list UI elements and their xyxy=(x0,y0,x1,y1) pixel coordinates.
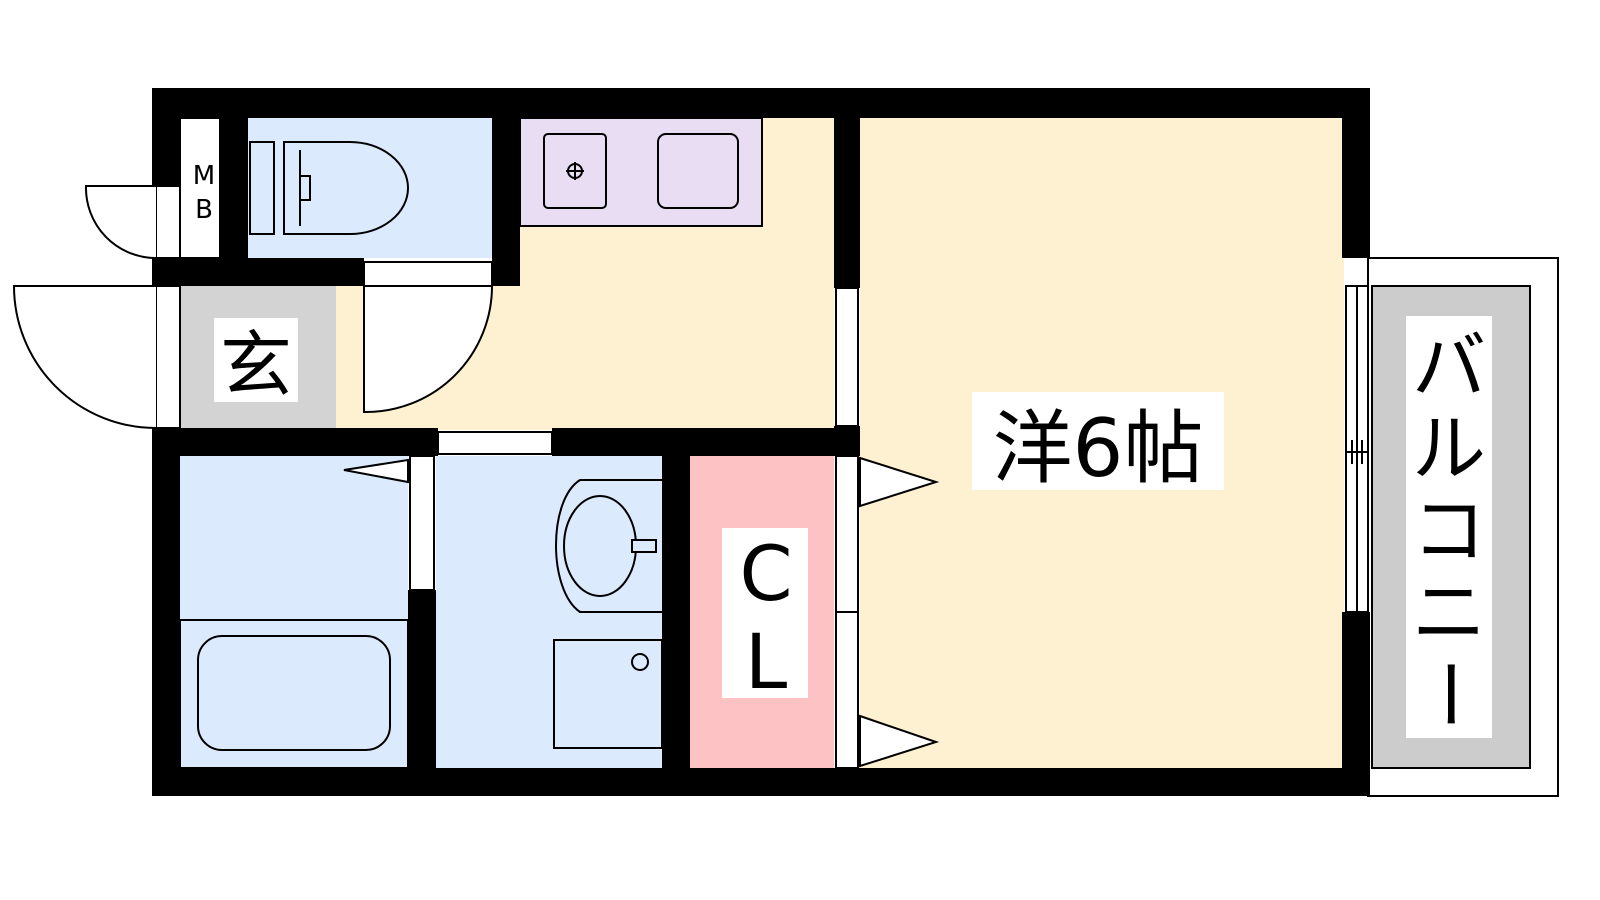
balcony-label-2: ル xyxy=(1412,406,1486,492)
room-fills xyxy=(180,117,1530,768)
bathtub xyxy=(179,619,409,769)
kitchen-fixtures xyxy=(543,133,739,209)
entrance-label: 玄 xyxy=(220,323,292,407)
mb-label-bottom: B xyxy=(195,195,213,225)
entrance-door-swing xyxy=(12,285,157,429)
mb-box xyxy=(179,117,221,259)
washbasin xyxy=(555,479,662,613)
fixtures xyxy=(179,133,739,769)
closet-label-top: C xyxy=(739,529,792,618)
balcony-label-3: コ xyxy=(1412,488,1486,574)
openings xyxy=(155,117,1369,769)
walls xyxy=(152,88,1370,796)
bath-room xyxy=(180,456,408,768)
doors xyxy=(12,185,940,768)
balcony-label-4: ニ xyxy=(1412,570,1486,656)
western-room-label: 洋6帖 xyxy=(993,402,1204,495)
entrance-door-frame xyxy=(155,285,181,429)
kitchen-room-opening xyxy=(835,287,859,427)
balcony-label-1: バ xyxy=(1412,324,1486,410)
washing-machine xyxy=(553,639,663,749)
hall-door-swing xyxy=(363,285,494,414)
toilet-fixture xyxy=(249,141,409,235)
bath-door-leaf xyxy=(343,458,409,484)
mb-door-frame xyxy=(155,185,181,259)
mb-label-top: M xyxy=(193,161,215,191)
balcony-label-5: ー xyxy=(1405,657,1491,731)
closet-door-leaf-top xyxy=(859,456,940,508)
stove xyxy=(543,133,607,209)
labels: M B 玄 洋6帖 C L バ ル コ ニ ー xyxy=(193,161,1492,738)
closet-label-bottom: L xyxy=(745,617,787,706)
mb-door-swing xyxy=(84,185,157,259)
wash-door-frame xyxy=(437,431,553,455)
hall-door-frame xyxy=(363,261,493,287)
bath-door-frame xyxy=(409,455,435,591)
closet-door-leaf-bottom xyxy=(859,714,940,768)
sink xyxy=(657,133,739,209)
